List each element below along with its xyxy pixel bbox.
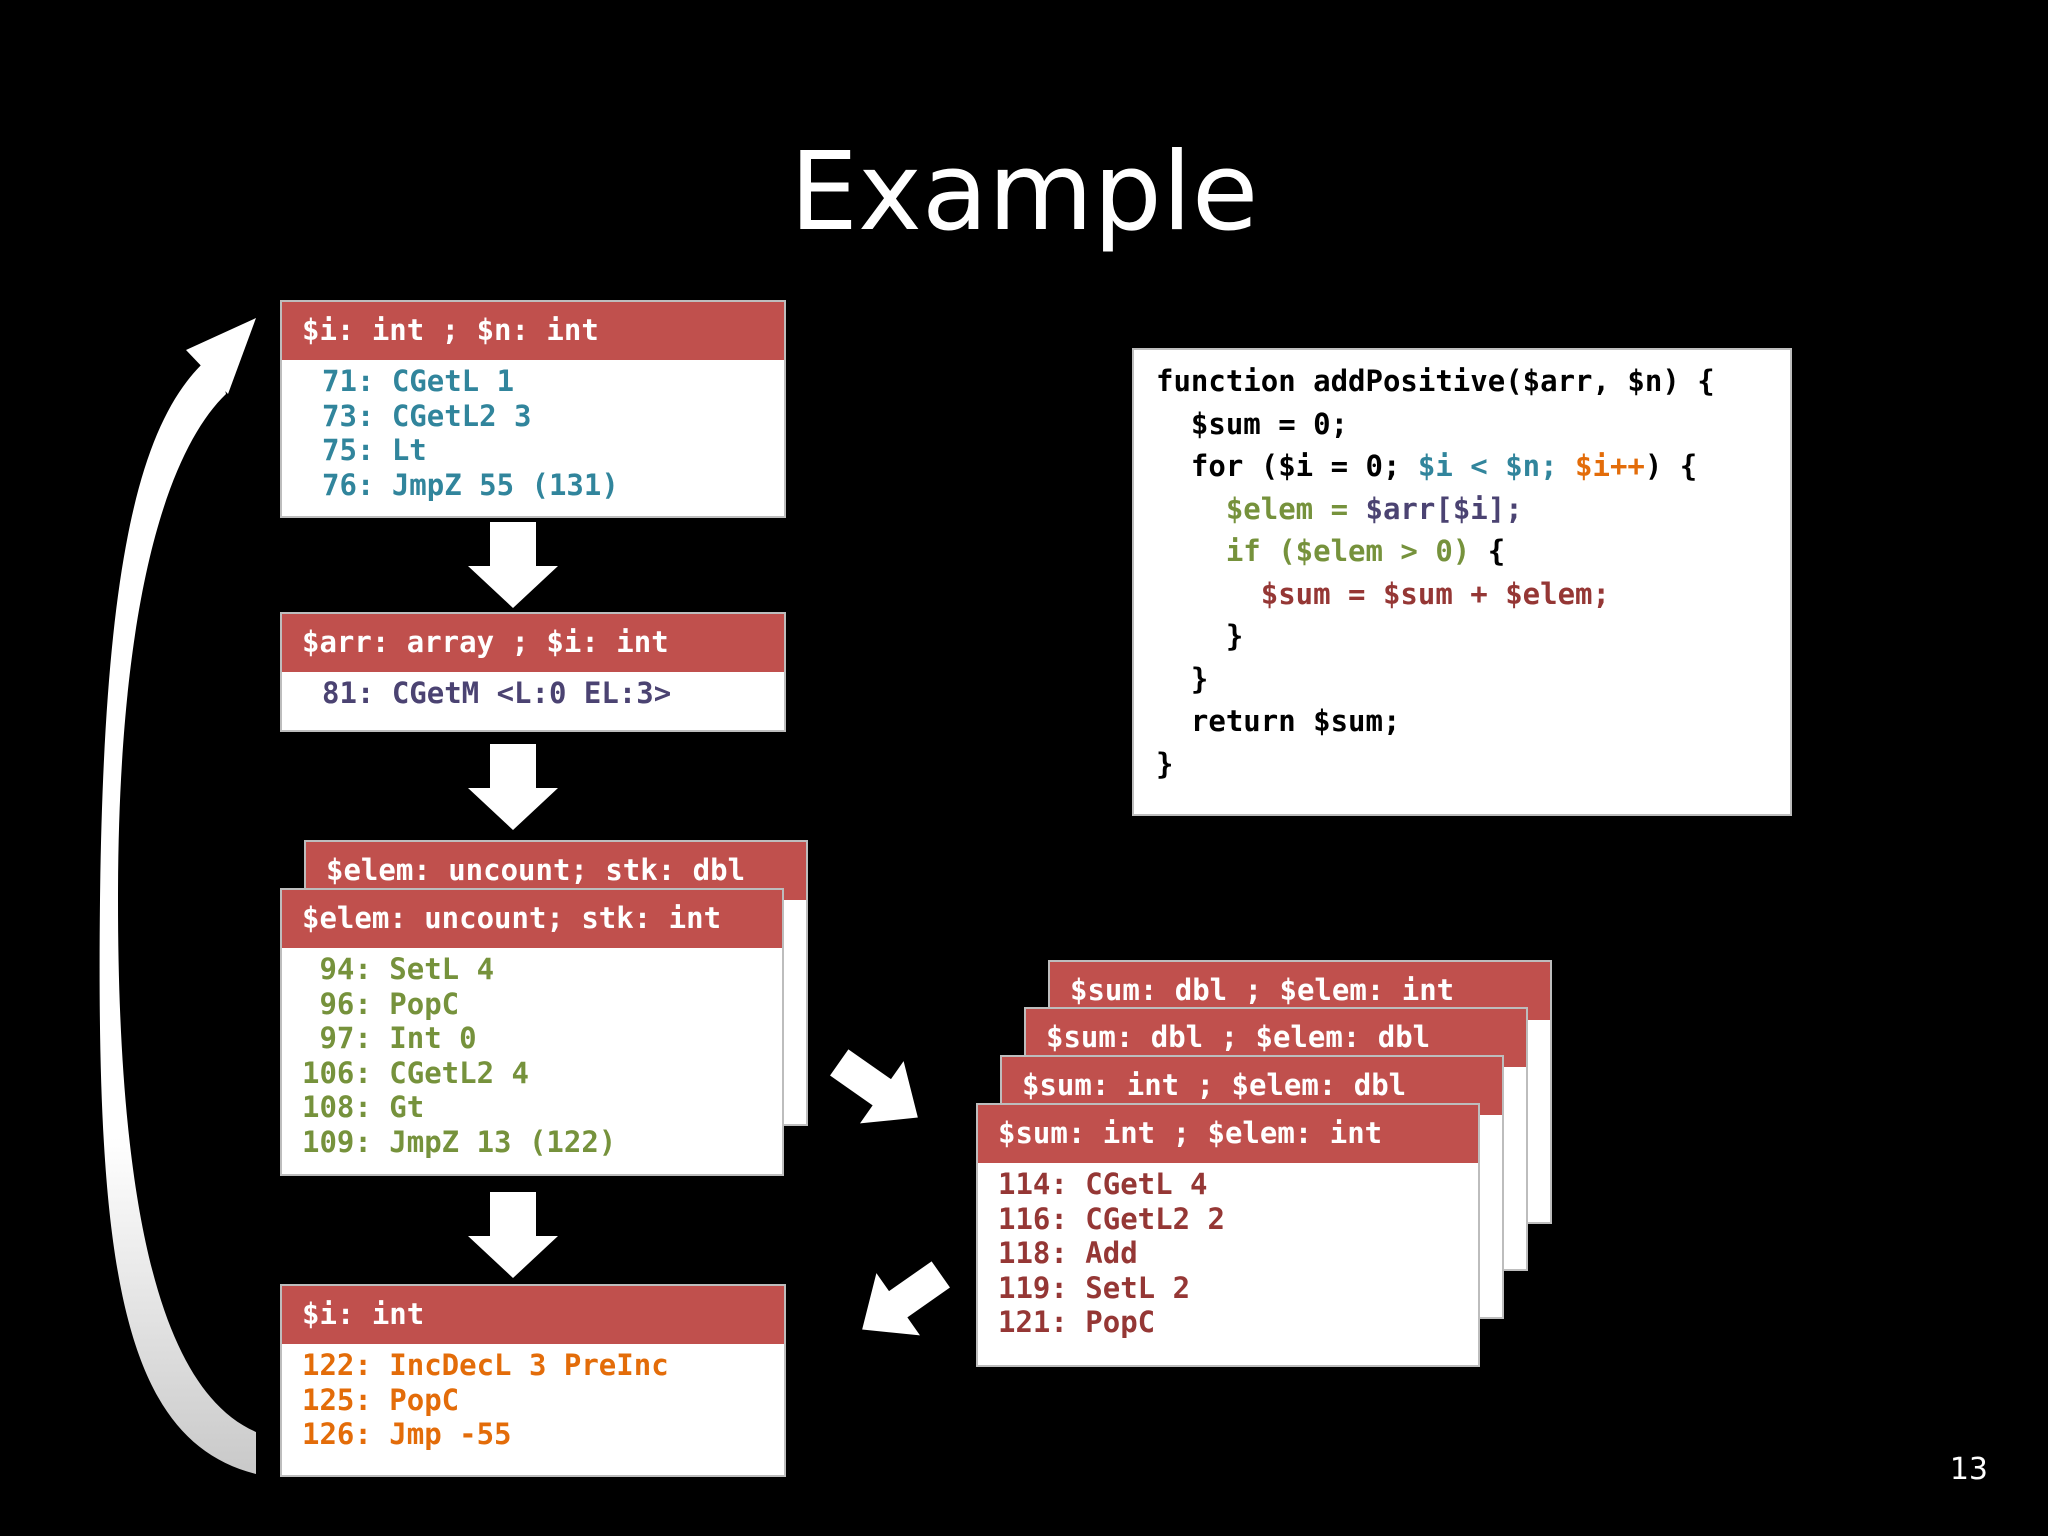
- bytecode-line: 81: CGetM <L:0 EL:3>: [322, 676, 672, 710]
- code-line: $sum = 0;: [1156, 406, 1349, 441]
- bytecode-line: 125: PopC: [302, 1382, 460, 1417]
- bytecode-line: 121: PopC: [998, 1305, 1156, 1339]
- bytecode-line: 94: SetL 4: [302, 952, 495, 986]
- bytecode-line: 108: Gt: [302, 1090, 425, 1124]
- down-arrow-icon: [468, 1192, 558, 1278]
- diagonal-arrow-icon: [862, 1261, 950, 1336]
- down-arrow-icon: [468, 744, 558, 830]
- block-increment: $i: int 122: IncDecL 3 PreInc 125: PopC …: [280, 1284, 786, 1477]
- block-header: $arr: array ; $i: int: [282, 614, 784, 672]
- bytecode-line: 126: Jmp -55: [302, 1417, 512, 1451]
- block-sum: $sum: int ; $elem: int 114: CGetL 4 116:…: [976, 1103, 1480, 1367]
- page-number: 13: [1949, 1452, 1988, 1487]
- down-arrow-icon: [468, 522, 558, 608]
- code-line: function addPositive($arr, $n) {: [1156, 364, 1715, 398]
- slide-title: Example: [789, 130, 1259, 255]
- source-code-box: function addPositive($arr, $n) { $sum = …: [1132, 348, 1792, 816]
- block-loop-header: $i: int ; $n: int 71: CGetL 1 73: CGetL2…: [280, 300, 786, 518]
- bytecode-line: 71: CGetL 1: [322, 364, 515, 398]
- block-header: $elem: uncount; stk: int: [282, 890, 782, 948]
- code-line: for ($i = 0; $i < $n; $i++) {: [1156, 449, 1698, 483]
- bytecode-line: 122: IncDecL 3 PreInc: [302, 1348, 669, 1382]
- bytecode-line: 116: CGetL2 2: [998, 1201, 1225, 1236]
- bytecode-line: 76: JmpZ 55 (131): [322, 467, 619, 502]
- bytecode-line: 97: Int 0: [302, 1021, 477, 1055]
- block-header: $i: int ; $n: int: [282, 302, 784, 360]
- block-elem-check: $elem: uncount; stk: int 94: SetL 4 96: …: [280, 888, 784, 1176]
- bytecode-line: 118: Add: [998, 1236, 1138, 1270]
- bytecode-line: 75: Lt: [322, 433, 427, 467]
- bytecode-line: 114: CGetL 4: [998, 1167, 1208, 1201]
- code-line: if ($elem > 0) {: [1156, 534, 1506, 568]
- code-line: }: [1156, 661, 1209, 696]
- code-line: }: [1156, 746, 1174, 781]
- code-line: $elem = $arr[$i];: [1156, 491, 1523, 526]
- block-array-get: $arr: array ; $i: int 81: CGetM <L:0 EL:…: [280, 612, 786, 732]
- bytecode-line: 106: CGetL2 4: [302, 1055, 529, 1090]
- block-header: $i: int: [282, 1286, 784, 1344]
- code-line: return $sum;: [1156, 704, 1401, 738]
- loop-back-arrow-head: [186, 318, 256, 394]
- bytecode-line: 96: PopC: [302, 986, 460, 1021]
- bytecode-line: 119: SetL 2: [998, 1270, 1191, 1305]
- loop-back-arrow-icon: [99, 352, 256, 1474]
- bytecode-line: 73: CGetL2 3: [322, 398, 532, 433]
- block-header: $sum: int ; $elem: int: [978, 1105, 1478, 1163]
- diagonal-arrow-icon: [830, 1049, 918, 1124]
- code-line: }: [1156, 619, 1244, 653]
- bytecode-line: 109: JmpZ 13 (122): [302, 1124, 617, 1159]
- code-line: $sum = $sum + $elem;: [1156, 576, 1610, 611]
